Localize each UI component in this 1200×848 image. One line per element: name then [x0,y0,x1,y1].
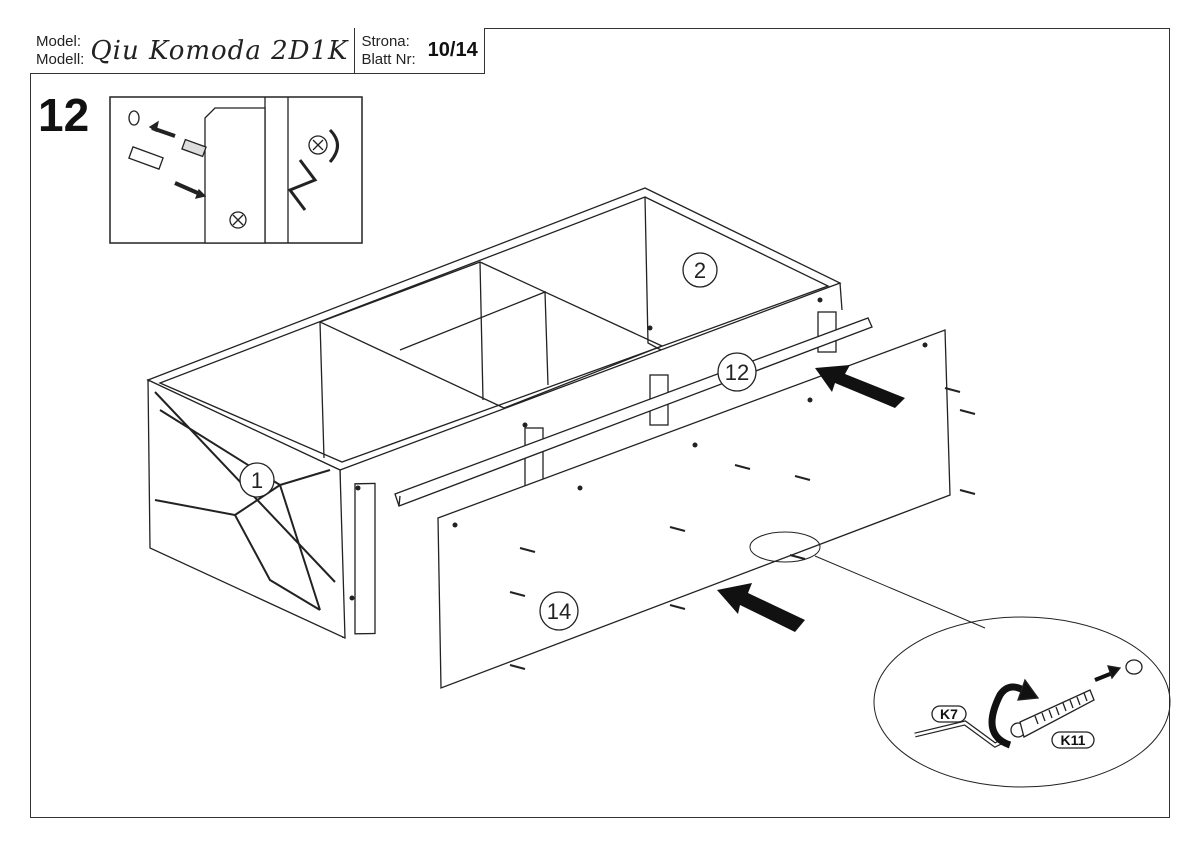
screw-label-k11: K11 [1061,732,1086,748]
dowel-holes [349,297,928,601]
page-label-de: Blatt Nr: [361,50,416,68]
part-label-1: 1 [251,468,263,493]
title-block: Model:Modell: Qiu Komoda 2D1K Strona:Bla… [30,28,485,74]
part-label-14: 14 [547,599,571,624]
model-cell: Model:Modell: Qiu Komoda 2D1K [30,28,356,73]
model-label-pl: Model: [36,32,82,50]
part-label-12: 12 [725,360,749,385]
step-number: 12 [38,89,90,141]
model-label-de: Modell: [36,50,85,68]
inset-cam-lock-diagram [109,96,363,244]
insert-arrow-icon [717,365,905,632]
cabinet-carcass [146,187,843,640]
tool-label-k7: K7 [940,706,958,722]
part-1-side-panel [147,378,346,640]
part-label-2: 2 [694,258,706,283]
page-label-pl: Strona: [361,32,410,50]
screws [509,387,976,670]
page-number: 10/14 [427,39,478,61]
page-frame [30,28,1170,818]
detail-callout [873,616,1171,788]
page-cell: Strona:Blatt Nr: 10/14 [355,28,483,73]
model-name: Qiu Komoda 2D1K [90,35,349,66]
